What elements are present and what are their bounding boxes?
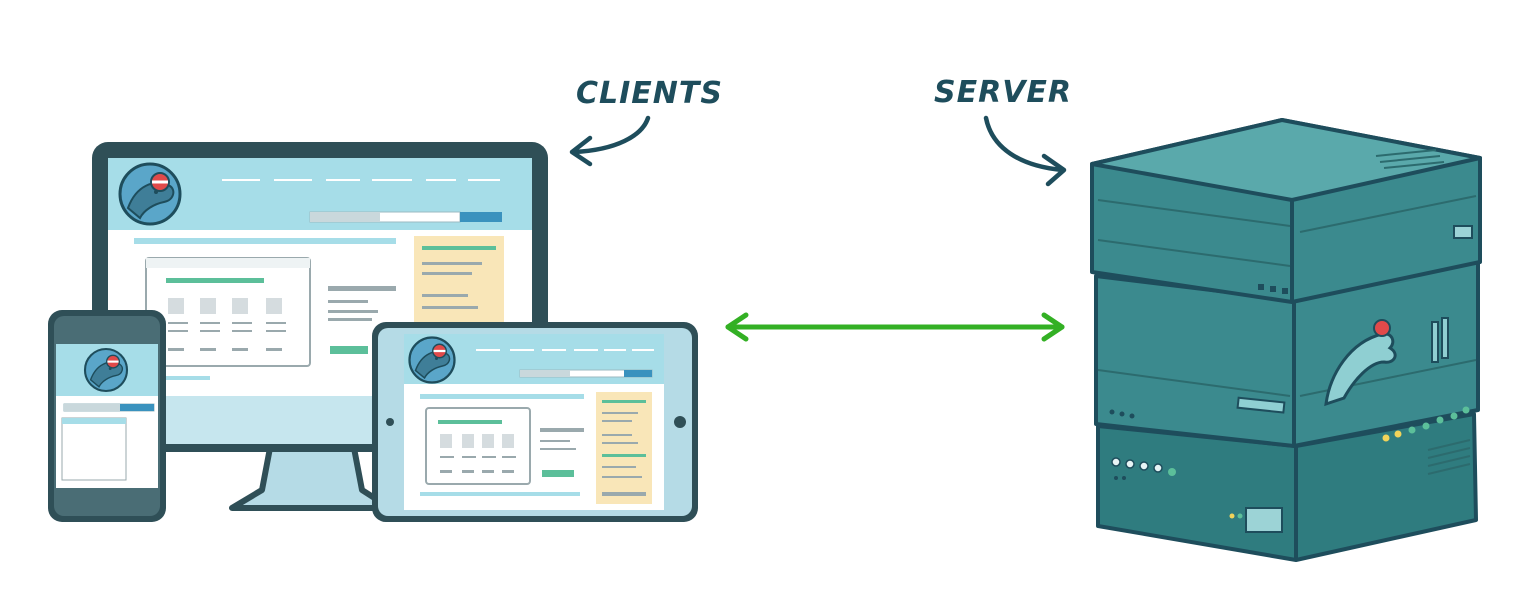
clients-pointer-arrow-icon — [569, 115, 651, 167]
dolphin-mascot-icon — [1324, 319, 1397, 407]
server-pointer-arrow-icon — [983, 115, 1067, 187]
smartphone — [48, 310, 166, 522]
server-stack — [1090, 118, 1482, 562]
server-details — [1097, 149, 1477, 533]
server-label: SERVER — [934, 75, 1072, 110]
clients-label: CLIENTS — [576, 76, 723, 111]
double-headed-arrow-icon — [725, 312, 1065, 342]
tablet — [372, 322, 698, 522]
